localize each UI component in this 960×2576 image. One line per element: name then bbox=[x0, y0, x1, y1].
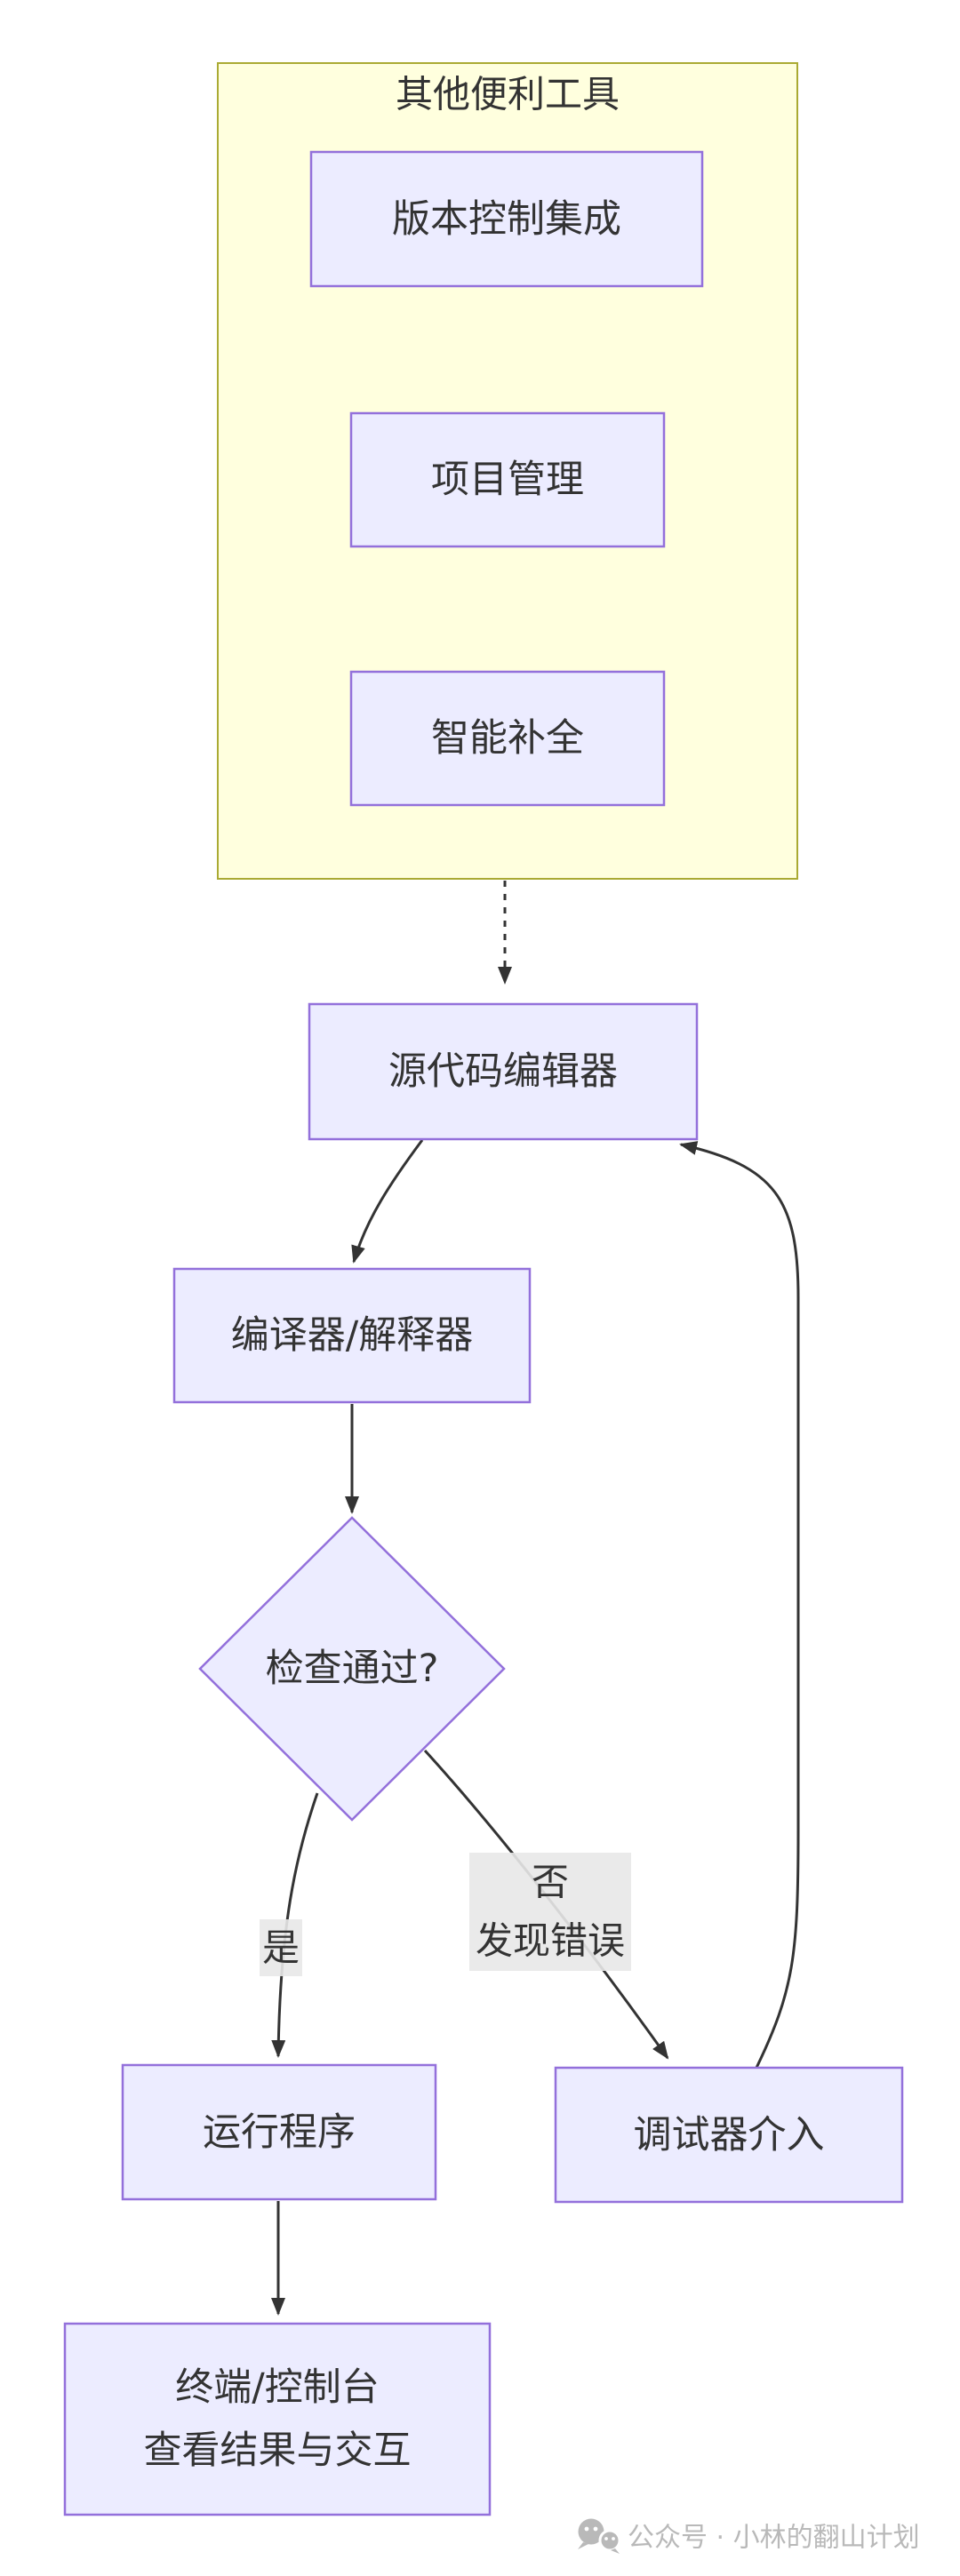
node-compiler-label: 编译器/解释器 bbox=[231, 1313, 474, 1358]
edge-label-no-line2: 发现错误 bbox=[476, 1919, 625, 1963]
edge-label-yes-text: 是 bbox=[262, 1926, 300, 1970]
watermark: 公众号 · 小林的翻山计划 bbox=[578, 2518, 920, 2554]
node-debugger-box bbox=[554, 2066, 904, 2204]
edge-label-no-line1: 否 bbox=[532, 1861, 569, 1904]
subgraph-title: 其他便利工具 bbox=[396, 73, 620, 116]
edge-decision-yes bbox=[271, 1792, 319, 2058]
node-project-management-box bbox=[349, 411, 666, 548]
node-terminal-label-line2: 查看结果与交互 bbox=[144, 2428, 412, 2473]
node-decision-diamond bbox=[198, 1516, 506, 1822]
subgraph-tools: 其他便利工具 版本控制集成 项目管理 智能补全 bbox=[217, 62, 798, 880]
node-decision-label: 检查通过? bbox=[266, 1647, 439, 1691]
node-project-management: 项目管理 bbox=[349, 411, 666, 548]
node-decision-check: 检查通过? bbox=[198, 1516, 506, 1822]
node-smart-completion-label: 智能补全 bbox=[431, 716, 584, 761]
node-source-editor-label: 源代码编辑器 bbox=[388, 1049, 618, 1094]
node-source-editor-box bbox=[308, 1002, 699, 1141]
node-compiler-box bbox=[172, 1267, 532, 1404]
node-debugger: 调试器介入 bbox=[554, 2066, 904, 2204]
node-version-control: 版本控制集成 bbox=[309, 150, 704, 288]
edge-debugger-to-editor bbox=[679, 1141, 800, 2069]
node-version-control-label: 版本控制集成 bbox=[392, 197, 621, 242]
node-run-program: 运行程序 bbox=[121, 2063, 437, 2201]
edge-editor-to-compiler bbox=[351, 1139, 424, 1264]
node-terminal-label-line1: 终端/控制台 bbox=[175, 2365, 380, 2410]
watermark-text: 公众号 · 小林的翻山计划 bbox=[628, 2523, 920, 2554]
node-terminal: 终端/控制台 查看结果与交互 bbox=[63, 2322, 492, 2516]
node-terminal-box bbox=[63, 2322, 492, 2516]
node-source-editor: 源代码编辑器 bbox=[308, 1002, 699, 1141]
node-project-management-label: 项目管理 bbox=[431, 458, 584, 502]
edge-label-no: 否 发现错误 bbox=[469, 1853, 631, 1971]
edge-label-no-bg bbox=[469, 1853, 631, 1971]
node-smart-completion-box bbox=[349, 670, 666, 807]
node-version-control-box bbox=[309, 150, 704, 288]
node-run-program-label: 运行程序 bbox=[203, 2110, 356, 2155]
node-smart-completion: 智能补全 bbox=[349, 670, 666, 807]
edge-label-yes-bg bbox=[260, 1919, 302, 1976]
edge-label-yes: 是 bbox=[260, 1919, 302, 1976]
wechat-icon bbox=[578, 2518, 621, 2554]
node-compiler: 编译器/解释器 bbox=[172, 1267, 532, 1404]
node-run-program-box bbox=[121, 2063, 437, 2201]
node-debugger-label: 调试器介入 bbox=[634, 2113, 825, 2157]
